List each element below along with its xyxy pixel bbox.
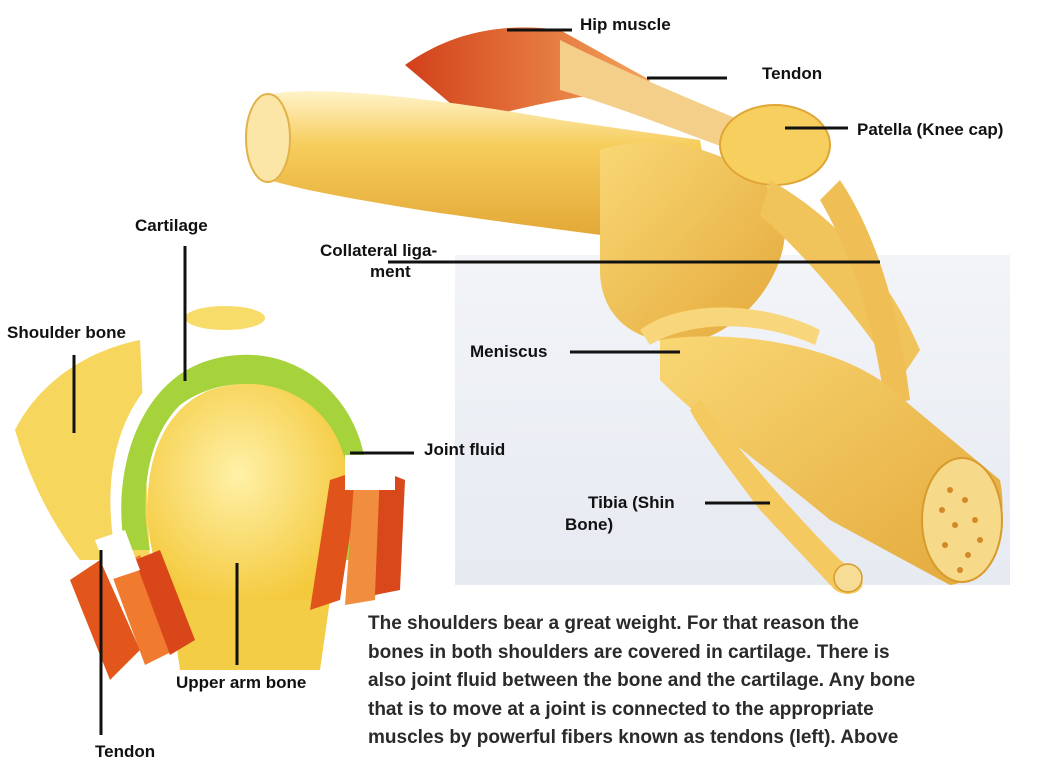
- label-meniscus: Meniscus: [470, 342, 547, 362]
- femur-end-shape: [246, 94, 290, 182]
- paragraph-line: muscles by powerful fibers known as tend…: [368, 724, 1028, 753]
- paragraph-line: bones in both shoulders are covered in c…: [368, 639, 1028, 668]
- label-tibia-line1: Tibia (Shin: [588, 493, 675, 513]
- label-collateral-ligament-line1: Collateral liga-: [320, 241, 437, 261]
- label-cartilage: Cartilage: [135, 216, 208, 236]
- paragraph-line: also joint fluid between the bone and th…: [368, 667, 1028, 696]
- tibia-end-shape: [922, 458, 1002, 582]
- description-paragraph: The shoulders bear a great weight. For t…: [368, 610, 1028, 753]
- bone-tip-shape: [185, 306, 265, 330]
- label-tendon-shoulder: Tendon: [95, 742, 155, 762]
- label-hip-muscle: Hip muscle: [580, 15, 671, 35]
- paragraph-line: that is to move at a joint is connected …: [368, 696, 1028, 725]
- label-tendon-knee: Tendon: [762, 64, 822, 84]
- fibula-end-shape: [834, 564, 862, 592]
- label-patella: Patella (Knee cap): [857, 120, 1003, 140]
- paragraph-line: The shoulders bear a great weight. For t…: [368, 610, 1028, 639]
- label-tibia-line2: Bone): [565, 515, 613, 535]
- label-shoulder-bone: Shoulder bone: [7, 323, 126, 343]
- patella-shape: [720, 105, 830, 185]
- label-joint-fluid: Joint fluid: [424, 440, 505, 460]
- humerus-shaft-shape: [170, 600, 330, 670]
- label-collateral-ligament-line2: ment: [370, 262, 411, 282]
- label-upper-arm-bone: Upper arm bone: [176, 673, 306, 693]
